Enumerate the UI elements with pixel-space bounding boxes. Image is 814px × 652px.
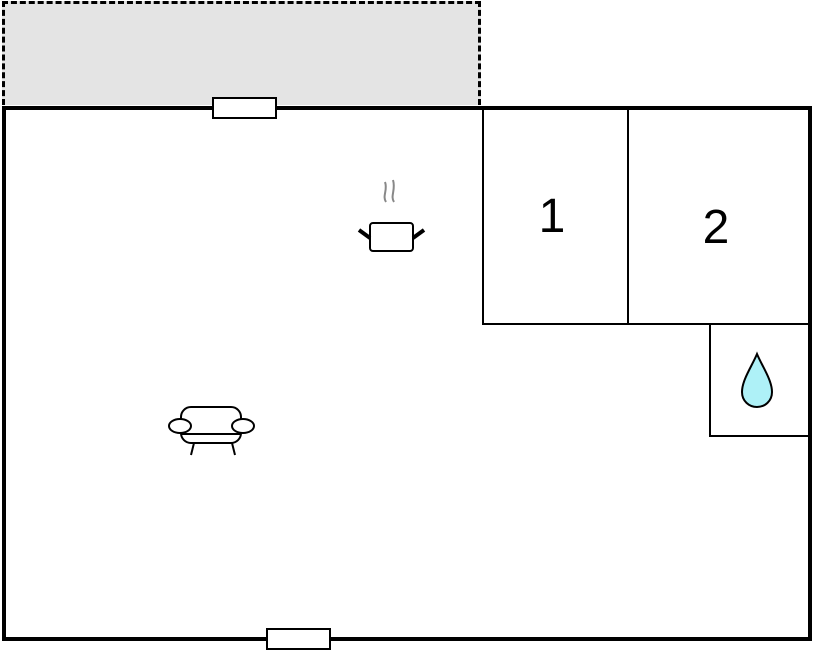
wall-bathroom-bottom [709, 435, 810, 437]
wall-room1-left [482, 108, 484, 325]
window-bottom [266, 628, 331, 650]
terrace-area [2, 1, 481, 105]
wall-bathroom-left [709, 323, 711, 437]
cooking-pot-icon [357, 179, 426, 252]
wall-bedrooms-bottom [482, 323, 810, 325]
outer-wall [2, 106, 812, 641]
room-2-label: 2 [702, 201, 730, 254]
room-1-label: 1 [538, 190, 566, 243]
sofa-icon [168, 406, 255, 456]
window-top [212, 97, 277, 119]
wall-room1-room2-divider [627, 108, 629, 325]
water-drop-icon [740, 351, 774, 409]
